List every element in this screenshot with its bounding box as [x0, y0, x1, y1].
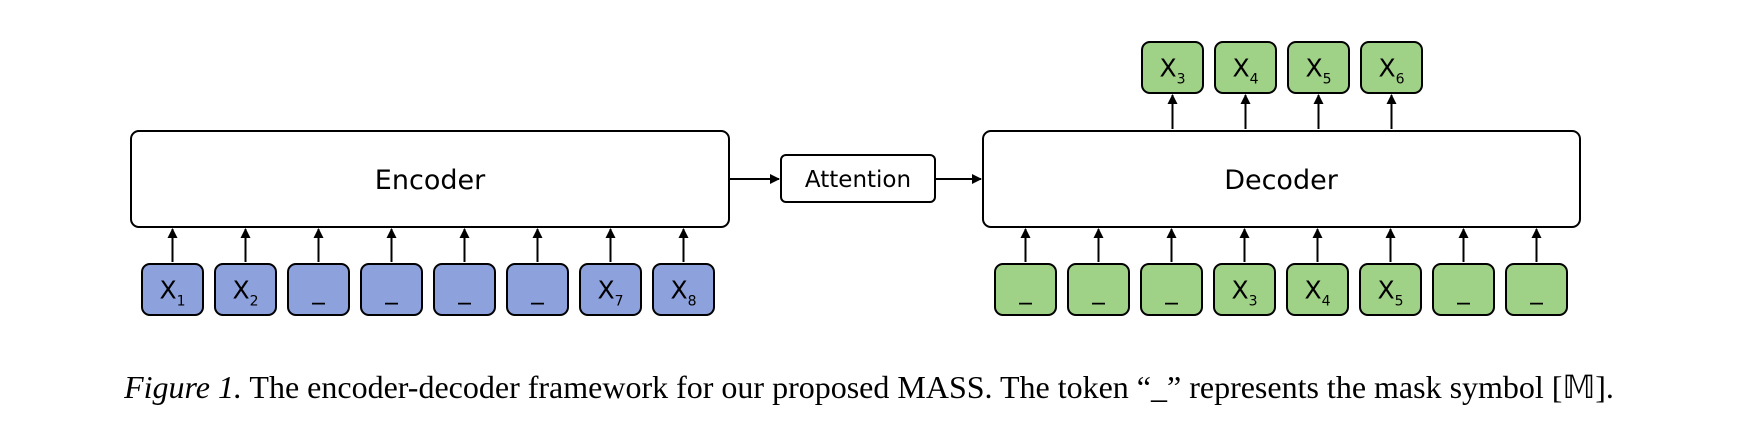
token-label: X5 [1377, 276, 1403, 310]
decoder-inputs-token: X5 [1359, 263, 1422, 316]
encoder-label: Encoder [375, 165, 486, 196]
token-label: _ [311, 276, 325, 305]
encoder-inputs-token: _ [433, 263, 496, 316]
token-box [433, 263, 496, 316]
decoder-outputs-token: X4 [1214, 41, 1277, 94]
token-label: X1 [159, 276, 185, 310]
token-box [506, 263, 569, 316]
encoder-inputs-token: _ [506, 263, 569, 316]
encoder-inputs-token: X8 [652, 263, 715, 316]
decoder-input-tokens: _ _ _ X3 X4 X5 _ _ [994, 228, 1568, 316]
decoder-inputs-token: _ [1067, 263, 1130, 316]
encoder-inputs-token: X7 [579, 263, 642, 316]
token-box [287, 263, 350, 316]
token-label: X4 [1304, 276, 1330, 310]
token-label: _ [530, 276, 544, 305]
decoder-inputs-token: _ [994, 263, 1057, 316]
encoder-inputs-token: _ [287, 263, 350, 316]
token-label: X3 [1231, 276, 1257, 310]
token-label: X8 [670, 276, 696, 310]
caption-text: The encoder-decoder framework for our pr… [249, 369, 1614, 405]
token-box [994, 263, 1057, 316]
token-box [1140, 263, 1203, 316]
token-box [214, 263, 277, 316]
token-label: X6 [1378, 54, 1404, 88]
decoder-outputs-token: X6 [1360, 41, 1423, 94]
token-box [579, 263, 642, 316]
token-box [1432, 263, 1495, 316]
token-box [360, 263, 423, 316]
encoder-input-tokens: X1 X2 _ _ _ _ X7 X8 [141, 228, 715, 316]
encoder-inputs-token: _ [360, 263, 423, 316]
encoder-inputs-token: X2 [214, 263, 277, 316]
token-box [1286, 263, 1349, 316]
token-box [141, 263, 204, 316]
attention-label: Attention [805, 167, 911, 193]
decoder-inputs-token: X4 [1286, 263, 1349, 316]
token-label: _ [457, 276, 471, 305]
decoder-inputs-token: _ [1432, 263, 1495, 316]
token-box [1359, 263, 1422, 316]
token-label: X7 [597, 276, 623, 310]
decoder-outputs-token: X5 [1287, 41, 1350, 94]
token-label: _ [1164, 276, 1178, 305]
token-box [1214, 41, 1277, 94]
token-box [1287, 41, 1350, 94]
decoder-outputs-token: X3 [1141, 41, 1204, 94]
token-box [1067, 263, 1130, 316]
token-box [1141, 41, 1204, 94]
token-label: _ [1456, 276, 1470, 305]
token-label: X5 [1305, 54, 1331, 88]
figure-label: Figure 1. [124, 369, 242, 405]
decoder-block [982, 130, 1581, 228]
token-label: X4 [1232, 54, 1258, 88]
token-label: _ [1091, 276, 1105, 305]
encoder-block [130, 130, 730, 228]
decoder-label: Decoder [1224, 165, 1339, 196]
decoder-inputs-token: _ [1140, 263, 1203, 316]
token-box [1505, 263, 1568, 316]
token-label: X3 [1159, 54, 1185, 88]
token-box [1213, 263, 1276, 316]
decoder-output-tokens: X3 X4 X5 X6 [1141, 41, 1423, 129]
encoder-inputs-token: X1 [141, 263, 204, 316]
token-label: _ [1529, 276, 1543, 305]
figure-caption: Figure 1. The encoder-decoder framework … [0, 368, 1738, 406]
decoder-inputs-token: X3 [1213, 263, 1276, 316]
mass-diagram: Encoder Attention Decoder X1 X2 _ _ _ _ X7 X8 _… [130, 41, 1581, 316]
token-box [1360, 41, 1423, 94]
token-label: _ [384, 276, 398, 305]
attention-block [780, 154, 936, 203]
decoder-inputs-token: _ [1505, 263, 1568, 316]
token-label: X2 [232, 276, 258, 310]
token-box [652, 263, 715, 316]
token-label: _ [1018, 276, 1032, 305]
